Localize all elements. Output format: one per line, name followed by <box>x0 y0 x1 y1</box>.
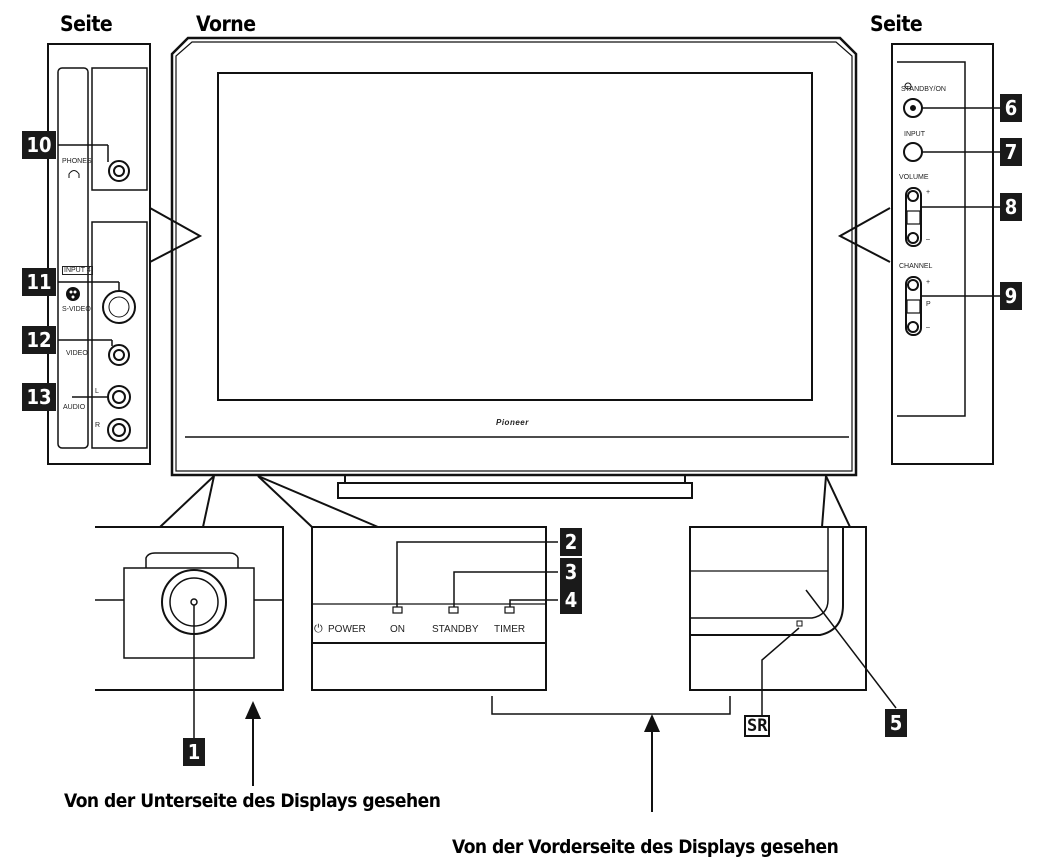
volume-rocker <box>905 187 922 247</box>
power-standby-icon <box>904 82 912 90</box>
volume-label: VOLUME <box>899 174 929 181</box>
callout-13: 13 <box>22 383 56 411</box>
volume-plus-label: + <box>926 189 931 196</box>
audio-label: AUDIO <box>63 404 86 411</box>
corner-detail <box>689 475 897 715</box>
audio-r-label: R <box>95 422 101 429</box>
input4-label: INPUT 4 <box>62 266 93 275</box>
channel-label: CHANNEL <box>899 263 933 270</box>
phones-jack <box>108 160 130 182</box>
svideo-jack <box>102 290 136 324</box>
sensor-detail <box>95 475 284 738</box>
power-symbol-icon: ⏻ <box>314 623 323 635</box>
svideo-icon <box>66 287 80 301</box>
indicator-detail <box>257 475 558 691</box>
svideo-label: S-VIDEO <box>62 306 91 313</box>
input-button <box>903 142 923 162</box>
audio-l-label: L <box>95 388 99 395</box>
audio-l-jack <box>107 385 131 409</box>
front-view-caption: Von der Vorderseite des Displays gesehen <box>452 836 839 858</box>
tv-screen <box>217 72 813 401</box>
channel-minus-label: – <box>926 324 930 331</box>
timer-label: TIMER <box>494 624 526 635</box>
callout-2: 2 <box>560 528 582 556</box>
on-led <box>392 606 403 614</box>
channel-rocker <box>905 276 922 336</box>
power-label: POWER <box>328 624 366 635</box>
video-jack <box>108 344 130 366</box>
video-label: VIDEO <box>66 350 88 357</box>
standby-label: STANDBY <box>432 624 479 635</box>
input-label: INPUT <box>904 131 925 138</box>
callout-11: 11 <box>22 268 56 296</box>
headphones-icon <box>68 170 80 178</box>
bottom-view-caption: Von der Unterseite des Displays gesehen <box>64 790 441 812</box>
callout-7: 7 <box>1000 138 1022 166</box>
callout-12: 12 <box>22 326 56 354</box>
callout-8: 8 <box>1000 193 1022 221</box>
callout-3: 3 <box>560 558 582 586</box>
right-side-panel <box>891 43 1000 465</box>
arrow-up-icon <box>644 714 660 732</box>
left-side-panel <box>47 43 151 465</box>
callout-5: 5 <box>885 709 907 737</box>
callout-9: 9 <box>1000 282 1022 310</box>
standby-on-label: STANDBY/ON <box>901 86 946 93</box>
channel-plus-label: + <box>926 279 931 286</box>
tv-bezel <box>170 36 858 477</box>
callout-1: 1 <box>183 738 205 766</box>
tv-stand <box>337 475 693 499</box>
audio-r-jack <box>107 418 131 442</box>
sr-logo: SR <box>744 715 771 737</box>
callout-4: 4 <box>560 586 582 614</box>
side-left-header: Seite <box>60 12 113 36</box>
side-right-header: Seite <box>870 12 923 36</box>
callout-10: 10 <box>22 131 56 159</box>
standby-led <box>448 606 459 614</box>
phones-label: PHONES <box>62 158 92 165</box>
timer-led <box>504 606 515 614</box>
front-header: Vorne <box>196 12 256 36</box>
brand-logo: Pioneer <box>496 418 529 427</box>
on-label: ON <box>390 624 405 635</box>
front-view-bracket <box>491 696 731 715</box>
arrow-up-icon <box>245 701 261 719</box>
volume-minus-label: – <box>926 236 930 243</box>
callout-6: 6 <box>1000 94 1022 122</box>
channel-p-label: P <box>926 301 931 308</box>
sr-sensor <box>796 620 803 627</box>
